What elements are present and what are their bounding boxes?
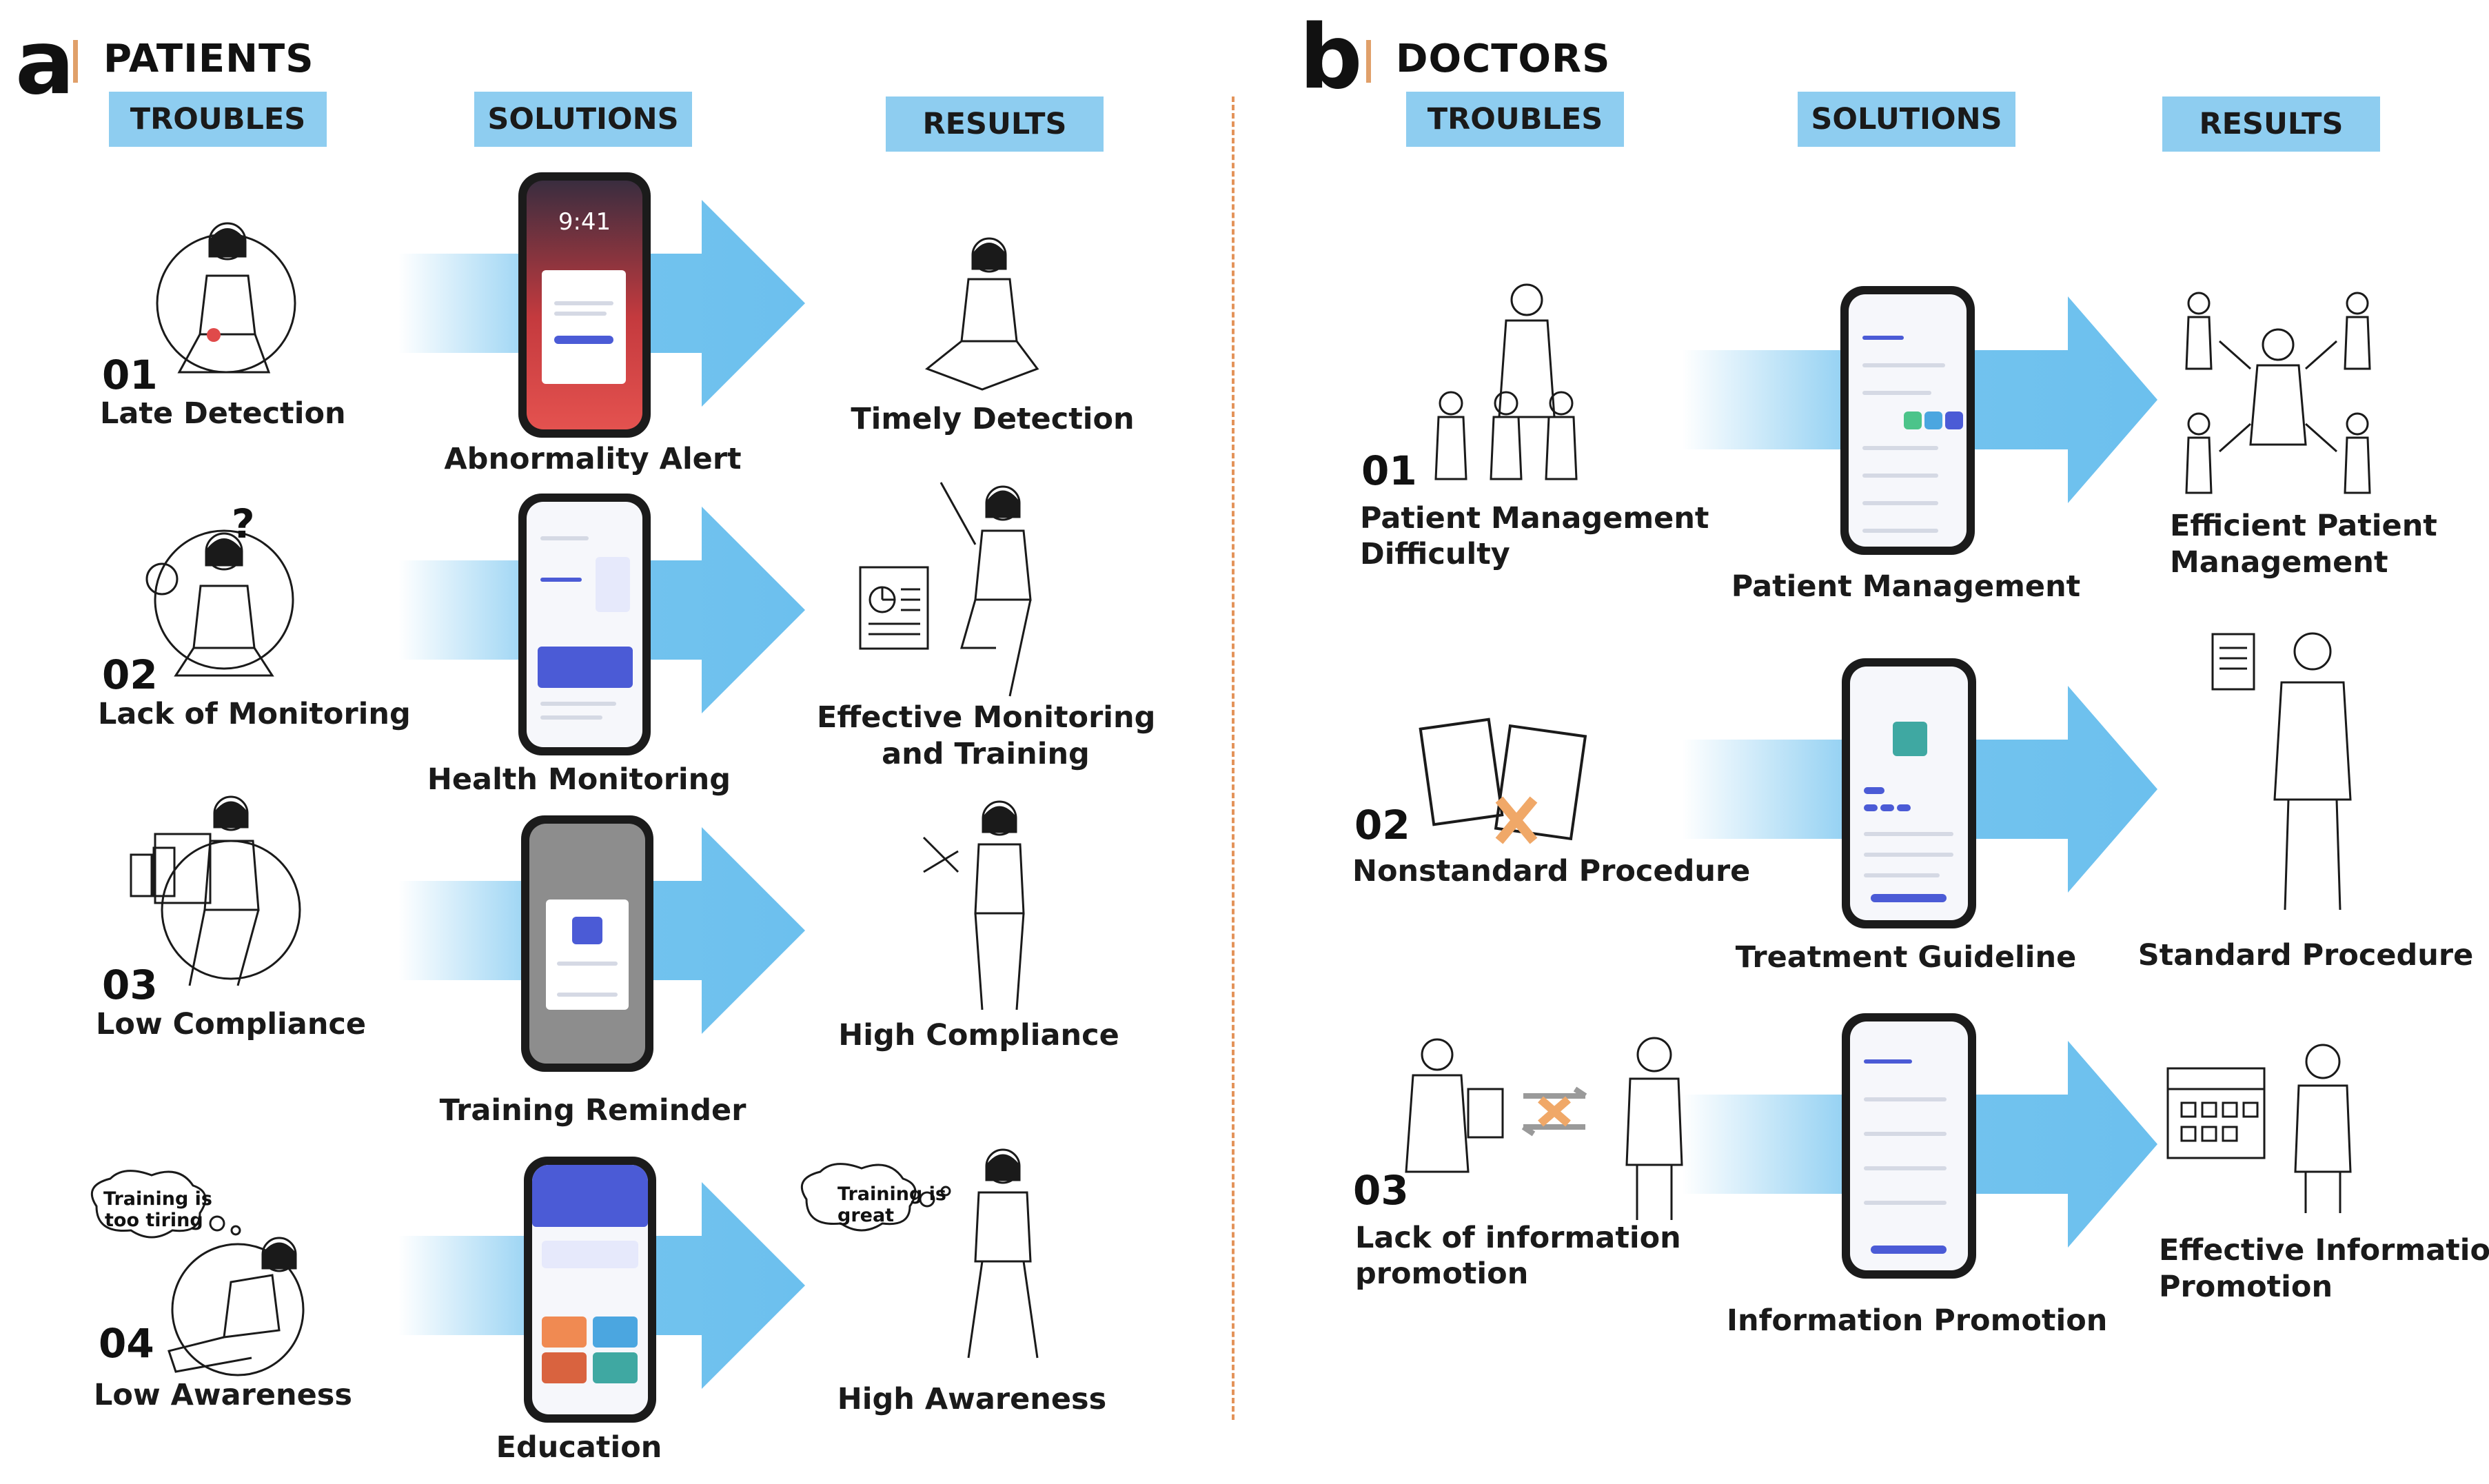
thought-bubble-great-icon xyxy=(793,1158,958,1241)
training-plan-sheet-icon xyxy=(858,565,931,651)
phone-abnormality-alert: 9:41 xyxy=(518,172,651,438)
monitoring-chart-card xyxy=(538,647,633,688)
a-row3-number: 03 xyxy=(102,962,158,1008)
calendar-patient-icon xyxy=(2164,1041,2371,1220)
patient-leg-raise-icon xyxy=(934,476,1065,703)
b-row2-number: 02 xyxy=(1354,802,1410,848)
a-row2-result-line1: Effective Monitoring xyxy=(817,700,1156,735)
b-row1-result-line2: Management xyxy=(2170,545,2388,580)
panel-a-results-header: RESULTS xyxy=(886,96,1104,152)
panel-a-letter: a xyxy=(15,12,75,114)
patient-confused-icon xyxy=(134,510,300,689)
education-header xyxy=(532,1165,648,1227)
b-row1-solution: Patient Management xyxy=(1731,569,2081,604)
a-row3-solution: Training Reminder xyxy=(439,1093,746,1128)
panel-b-solutions-header: SOLUTIONS xyxy=(1798,92,2015,147)
panel-b-title-bar xyxy=(1366,40,1371,83)
doctor-notepad-icon xyxy=(2209,620,2368,917)
panel-b-title: DOCTORS xyxy=(1396,37,1611,81)
a-row2-number: 02 xyxy=(102,651,158,698)
doctor-connected-patients-icon xyxy=(2171,286,2385,507)
a-row4-result: High Awareness xyxy=(837,1382,1107,1416)
thought-bubble-tired-icon xyxy=(83,1165,248,1248)
a-row2-trouble: Lack of Monitoring xyxy=(98,697,411,731)
b-row3-solution: Information Promotion xyxy=(1727,1303,2108,1338)
panel-b-results-header: RESULTS xyxy=(2162,96,2380,152)
b-row1-result-line1: Efficient Patient xyxy=(2170,509,2437,543)
patient-cross-legged-icon xyxy=(920,231,1044,403)
patient-sitting-circle-icon xyxy=(152,214,296,393)
lockscreen-time: 9:41 xyxy=(558,208,611,236)
a-row1-result: Timely Detection xyxy=(851,402,1135,436)
b-row2-solution: Treatment Guideline xyxy=(1735,940,2077,975)
a-row2-result-line2: and Training xyxy=(882,737,1090,771)
a-row4-trouble: Low Awareness xyxy=(94,1378,352,1412)
tired-bubble-text-1: Training is xyxy=(103,1188,212,1210)
b-row3-trouble-line1: Lack of information xyxy=(1355,1221,1681,1255)
b-row3-number: 03 xyxy=(1353,1167,1409,1214)
b-row3-trouble-line2: promotion xyxy=(1355,1257,1529,1291)
b-row2-trouble: Nonstandard Procedure xyxy=(1352,854,1751,888)
a-row4-solution: Education xyxy=(496,1430,662,1465)
great-bubble-text-2: great xyxy=(837,1205,895,1226)
a-row2-solution: Health Monitoring xyxy=(427,762,731,797)
phone-treatment-guideline xyxy=(1842,658,1976,928)
question-mark: ? xyxy=(232,500,255,547)
b-row3-result-line1: Effective Information xyxy=(2159,1233,2489,1268)
patient-walking-icon xyxy=(955,1144,1051,1365)
panel-divider xyxy=(1232,96,1235,1420)
stressed-doctor-patients-icon xyxy=(1423,279,1589,486)
a-row1-solution: Abnormality Alert xyxy=(444,442,742,476)
panel-b-letter: b xyxy=(1299,6,1363,109)
patient-stretch-icon xyxy=(917,796,1055,1017)
b-row2-result: Standard Procedure xyxy=(2137,938,2474,973)
a-row1-number: 01 xyxy=(102,352,158,398)
patient-clipboard-bottles-icon xyxy=(128,793,300,999)
panel-b-troubles-header: TROUBLES xyxy=(1406,92,1624,147)
phone-health-monitoring xyxy=(518,494,651,755)
alert-dialog xyxy=(542,270,626,384)
a-row3-result: High Compliance xyxy=(838,1018,1119,1053)
a-row3-trouble: Low Compliance xyxy=(96,1007,367,1041)
a-row1-trouble: Late Detection xyxy=(100,396,346,431)
panel-a-solutions-header: SOLUTIONS xyxy=(474,92,692,147)
phone-education xyxy=(524,1157,656,1423)
phone-patient-management xyxy=(1840,286,1975,555)
panel-a-title-bar xyxy=(73,40,78,83)
b-row1-trouble-line2: Difficulty xyxy=(1360,537,1510,571)
phone-training-reminder xyxy=(521,815,653,1072)
b-row1-number: 01 xyxy=(1361,447,1417,494)
phone-information-promotion xyxy=(1842,1013,1976,1279)
b-row1-trouble-line1: Patient Management xyxy=(1360,501,1709,536)
doctor-tablet-patient-icon xyxy=(1385,1034,1696,1227)
panel-a-troubles-header: TROUBLES xyxy=(109,92,327,147)
panel-a-title: PATIENTS xyxy=(103,37,314,81)
a-row4-number: 04 xyxy=(99,1320,154,1367)
great-bubble-text-1: Training is xyxy=(837,1183,946,1205)
clipboards-crossed-icon xyxy=(1423,717,1596,855)
patient-lying-icon xyxy=(148,1227,314,1379)
b-row3-result-line2: Promotion xyxy=(2159,1270,2333,1304)
tired-bubble-text-2: too tiring xyxy=(105,1210,203,1231)
